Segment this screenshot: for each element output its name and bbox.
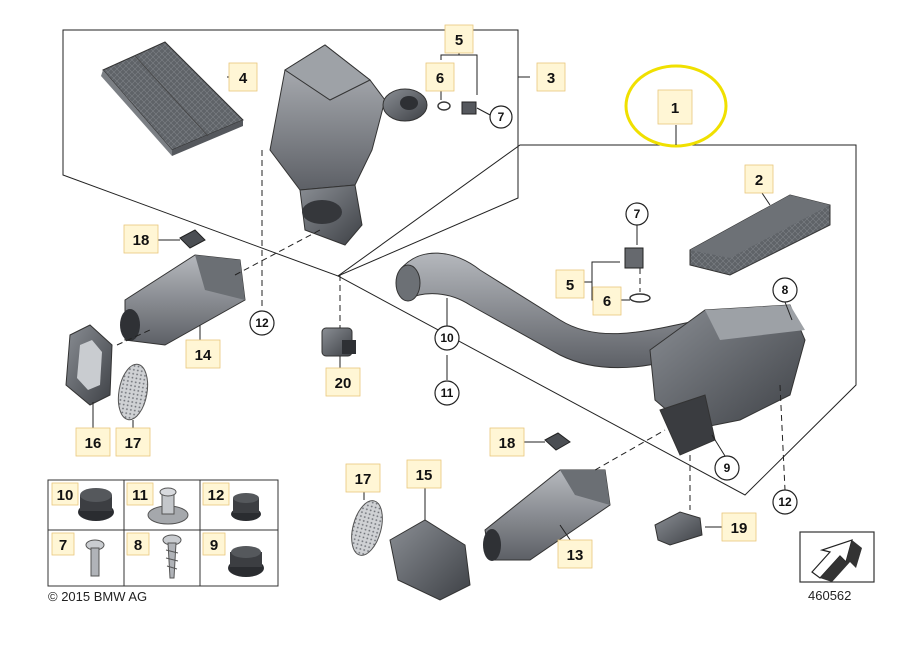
air-mass-sensor-left-part[interactable] — [437, 101, 477, 115]
group-frame-air-intake-silencer — [337, 144, 857, 496]
part-label-8[interactable]: 8 — [782, 283, 789, 297]
part-label-5-right[interactable]: 5 — [566, 277, 574, 294]
grommet-9-part[interactable] — [228, 546, 264, 577]
circled-labels — [249, 105, 798, 515]
part-label-17-right[interactable]: 17 — [355, 471, 372, 488]
part-label-14[interactable]: 14 — [195, 347, 212, 364]
filter-housing-left-part[interactable] — [269, 44, 428, 246]
mesh-screen-right-part[interactable] — [346, 497, 388, 558]
image-number: 460562 — [808, 588, 851, 603]
highlight-ring — [624, 64, 728, 148]
bracket-right-part[interactable] — [654, 511, 703, 546]
part-label-9[interactable]: 9 — [724, 461, 731, 475]
intake-silencer-right-part[interactable] — [395, 252, 806, 456]
small-parts-legend — [47, 479, 279, 587]
legend-label-8: 8 — [134, 537, 142, 554]
part-label-7-right[interactable]: 7 — [634, 207, 641, 221]
part-label-15[interactable]: 15 — [416, 467, 433, 484]
legend-label-9: 9 — [210, 537, 218, 554]
grommet-part[interactable] — [78, 488, 114, 521]
mesh-screen-left-part[interactable] — [114, 362, 151, 422]
part-label-6-right[interactable]: 6 — [603, 293, 611, 310]
part-label-18-left[interactable]: 18 — [133, 232, 150, 249]
part-label-1[interactable]: 1 — [671, 100, 679, 117]
intake-duct-left-part[interactable] — [120, 254, 246, 346]
filter-element-right-part[interactable] — [689, 194, 831, 276]
part-label-5-left[interactable]: 5 — [455, 32, 463, 49]
bracket-part[interactable] — [321, 327, 356, 357]
part-label-10[interactable]: 10 — [440, 331, 454, 345]
part-label-6-left[interactable]: 6 — [436, 70, 444, 87]
part-label-18-right[interactable]: 18 — [499, 435, 516, 452]
grommet-12-part[interactable] — [231, 493, 261, 521]
part-label-12-right[interactable]: 12 — [778, 495, 792, 509]
part-label-2[interactable]: 2 — [755, 172, 763, 189]
label-tags — [75, 24, 774, 569]
direction-arrow-box — [799, 531, 875, 583]
seal-frame-left-part[interactable] — [65, 324, 113, 406]
part-label-12-left[interactable]: 12 — [255, 316, 269, 330]
leader-lines — [92, 47, 793, 548]
legend-label-10: 10 — [57, 487, 74, 504]
air-mass-sensor-right-part[interactable] — [624, 247, 651, 303]
legend-label-11: 11 — [132, 487, 148, 504]
screw-part[interactable] — [85, 539, 105, 577]
pad-right-part[interactable] — [544, 432, 571, 451]
self-tapping-screw-part[interactable] — [162, 534, 182, 579]
part-label-13[interactable]: 13 — [567, 547, 584, 564]
group-frame-air-filter-housing-left — [62, 29, 519, 277]
part-label-4[interactable]: 4 — [239, 70, 248, 87]
part-label-16[interactable]: 16 — [85, 435, 102, 452]
nut-part[interactable] — [147, 487, 189, 525]
part-label-20[interactable]: 20 — [335, 375, 352, 392]
part-label-7-left[interactable]: 7 — [498, 110, 505, 124]
legend-label-12: 12 — [208, 487, 225, 504]
seal-frame-right-part[interactable] — [389, 519, 471, 601]
legend-label-7: 7 — [59, 537, 67, 554]
copyright-text: © 2015 BMW AG — [48, 589, 147, 604]
intake-duct-right-part[interactable] — [483, 469, 611, 561]
part-label-17-left[interactable]: 17 — [125, 435, 142, 452]
part-label-19[interactable]: 19 — [731, 520, 748, 537]
pad-left-part[interactable] — [179, 229, 206, 249]
part-label-11[interactable]: 11 — [441, 386, 454, 400]
filter-element-left-part[interactable] — [101, 41, 244, 156]
part-label-3[interactable]: 3 — [547, 70, 555, 87]
